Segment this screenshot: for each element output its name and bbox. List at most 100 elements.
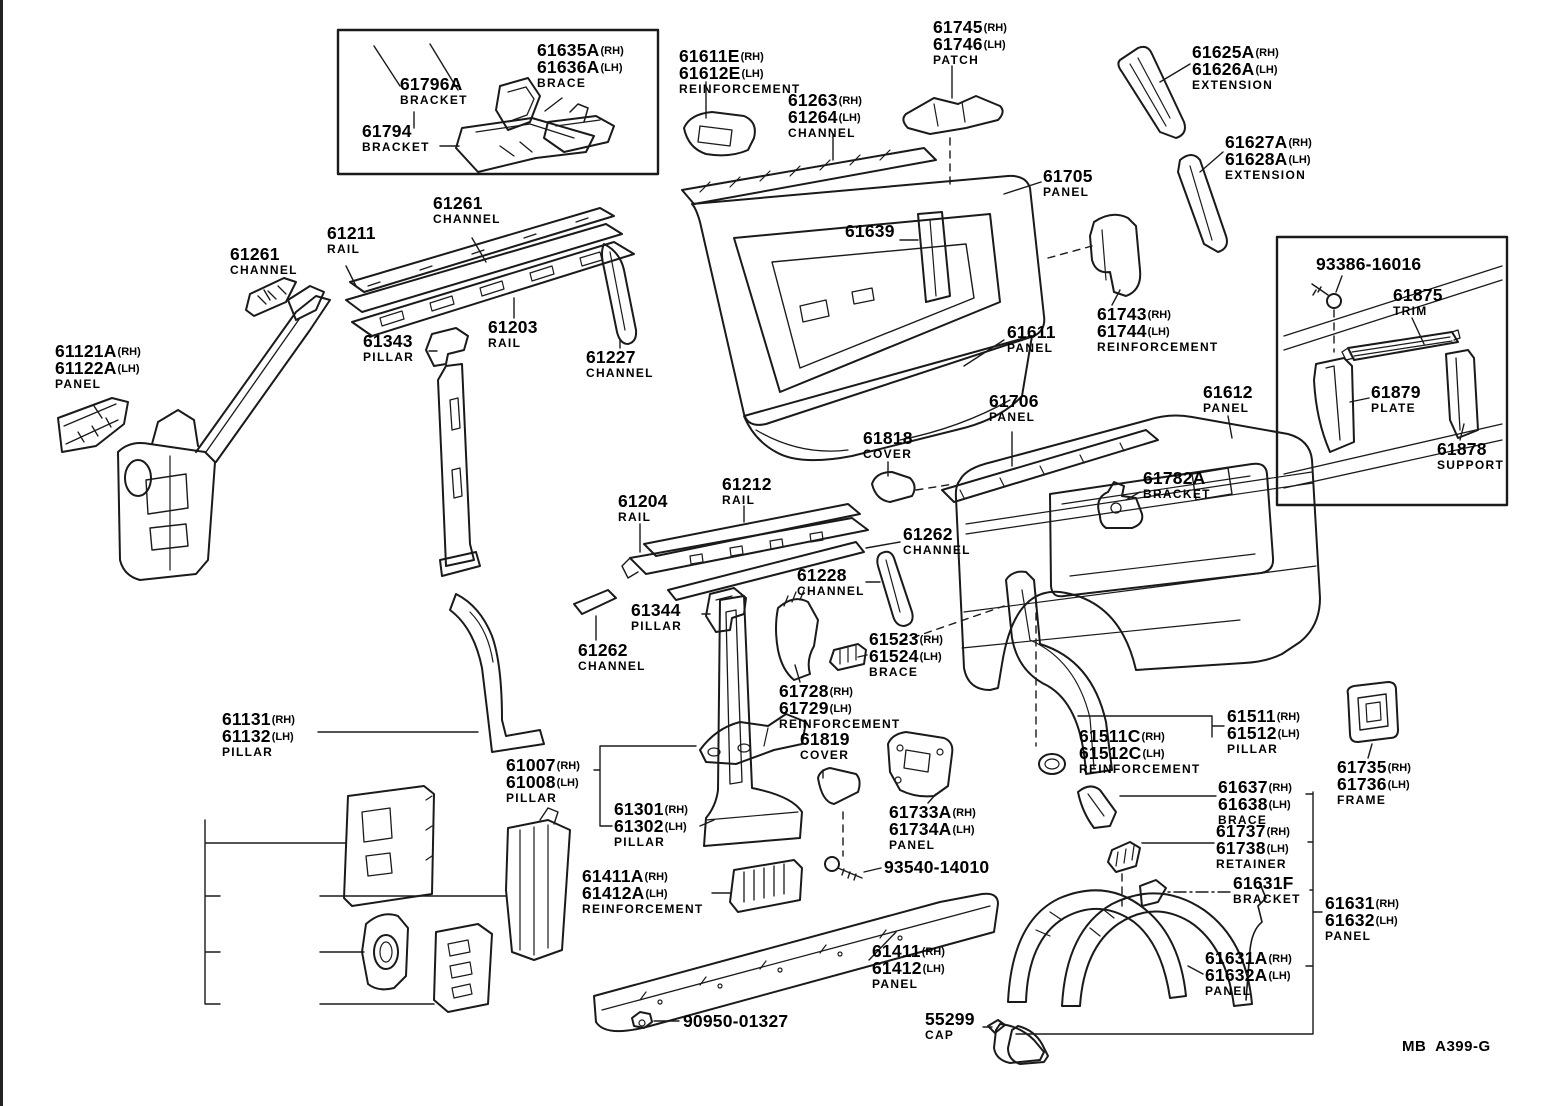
part-type: BRACKET (1233, 892, 1301, 906)
part-label: 61511C(RH)61512C(LH) REINFORCEMENT (1079, 726, 1201, 776)
part-side: (LH) (741, 68, 764, 80)
part-number: 61008 (506, 772, 556, 792)
part-numbers: 61411(RH)61412(LH) (872, 941, 945, 977)
part-number: 61745 (933, 17, 983, 37)
rear-window-frame-art (691, 174, 1046, 462)
pillar-61105-art (505, 807, 571, 961)
part-side: (RH) (740, 51, 764, 63)
part-type: PANEL (872, 977, 919, 991)
part-side: (RH) (1141, 731, 1165, 743)
part-numbers: 93386-16016 (1316, 255, 1421, 273)
part-type: BRACKET (1143, 487, 1211, 501)
part-number: 61733A (889, 802, 952, 822)
part-label: 61879 PLATE (1371, 383, 1421, 415)
part-type: PILLAR (506, 791, 558, 805)
part-numbers: 61875 (1393, 285, 1443, 305)
part-number: 61612E (679, 63, 741, 83)
part-type: PILLAR (631, 619, 683, 633)
part-label: 61227 CHANNEL (586, 347, 654, 380)
part-side: (LH) (829, 703, 852, 715)
part-numbers: 61733A(RH)61734A(LH) (889, 802, 976, 838)
part-numbers: 61511C(RH)61512C(LH) (1079, 726, 1201, 762)
inner-pillar-61511-art (1005, 570, 1113, 775)
part-side: (LH) (1277, 728, 1300, 740)
part-number: 61212 (722, 474, 772, 494)
part-side: (RH) (556, 760, 580, 772)
part-label: 61631(RH)61632(LH) PANEL (1325, 894, 1399, 943)
part-label: 61728(RH)61729(LH) REINFORCEMENT (779, 682, 901, 731)
part-type: SUPPORT (1437, 458, 1505, 472)
part-number: 61744 (1097, 321, 1147, 341)
part-label: 61705 PANEL (1043, 167, 1093, 199)
part-type: PANEL (1007, 341, 1054, 355)
part-label: 61631A(RH)61632A(LH) PANEL (1205, 949, 1292, 998)
part-numbers: 61745(RH)61746(LH) (933, 17, 1007, 53)
part-number: 61511C (1079, 726, 1141, 746)
part-side: (RH) (921, 946, 945, 958)
part-number: 61411 (872, 941, 921, 961)
part-side: (RH) (1387, 762, 1411, 774)
panel-61733A-art (887, 731, 954, 798)
part-number: 61227 (586, 347, 636, 367)
part-number: 61512 (1227, 723, 1277, 743)
part-numbers: 61204 (618, 492, 668, 510)
part-side: (LH) (922, 963, 945, 975)
panel-61121-art (433, 923, 493, 1013)
part-type: PILLAR (363, 350, 415, 364)
rails-61204-61212-art (621, 503, 869, 579)
part-type: CHANNEL (578, 659, 646, 673)
part-number: 61524 (869, 646, 919, 666)
part-numbers: 61411A(RH)61412A(LH) (582, 867, 704, 902)
part-numbers: 61627A(RH)61628A(LH) (1225, 133, 1312, 169)
part-label: 55299 CAP (925, 1010, 975, 1042)
part-label: 61782A BRACKET (1143, 469, 1211, 501)
part-label: 61204 RAIL (618, 492, 668, 524)
part-label: 61228 CHANNEL (797, 566, 865, 598)
part-numbers: 61611 (1007, 323, 1056, 341)
part-type: PLATE (1371, 401, 1416, 415)
part-number: 61263 (788, 90, 838, 110)
part-side: (LH) (1142, 748, 1165, 760)
part-type: RAIL (488, 336, 522, 350)
part-numbers: 61523(RH)61524(LH) (869, 630, 943, 666)
part-number: 61875 (1393, 285, 1443, 305)
part-number: 61638 (1218, 794, 1268, 814)
part-label: 93386-16016 (1316, 255, 1421, 273)
part-side: (RH) (600, 45, 624, 57)
part-number: 61511 (1227, 706, 1276, 726)
reinforcement-61728-art (775, 589, 819, 681)
part-type: PANEL (989, 410, 1036, 424)
part-numbers: 61612 (1203, 383, 1253, 401)
part-side: (RH) (1147, 309, 1171, 321)
part-number: 61122A (55, 358, 117, 378)
part-numbers: 61796A (400, 75, 468, 93)
part-numbers: 61511(RH)61512(LH) (1227, 706, 1300, 743)
cover-61819-art (817, 767, 861, 805)
part-number: 61706 (989, 391, 1039, 411)
reinforcement-61411A-art (729, 859, 803, 913)
part-number: 61132 (222, 726, 271, 746)
part-numbers: 61203 (488, 318, 538, 336)
part-type: EXTENSION (1192, 78, 1274, 92)
part-type: CHANNEL (797, 584, 865, 598)
part-label: 61007(RH)61008(LH) PILLAR (506, 756, 580, 805)
part-label: 61611 PANEL (1007, 323, 1056, 355)
part-side: (LH) (1147, 326, 1170, 338)
cover-61818-art (871, 471, 916, 503)
inset-box-brackets (336, 28, 660, 176)
extension-61625A-art (1117, 45, 1186, 139)
brace-61523-art (829, 643, 867, 671)
part-label: 61211 RAIL (327, 224, 376, 256)
dashed-lines (842, 137, 1335, 907)
part-numbers: 61728(RH)61729(LH) (779, 682, 901, 717)
part-label: 61511(RH)61512(LH) PILLAR (1227, 706, 1300, 756)
part-number: 61628A (1225, 149, 1288, 169)
part-numbers: 90950-01327 (683, 1012, 788, 1030)
part-type: REINFORCEMENT (582, 902, 704, 916)
part-side: (LH) (838, 112, 861, 124)
inset-box-trim (1275, 235, 1509, 507)
part-number: 61631F (1233, 873, 1294, 893)
part-numbers: 61301(RH)61302(LH) (614, 800, 688, 835)
part-label: 61745(RH)61746(LH) PATCH (933, 17, 1007, 67)
part-type: CHANNEL (433, 212, 501, 226)
